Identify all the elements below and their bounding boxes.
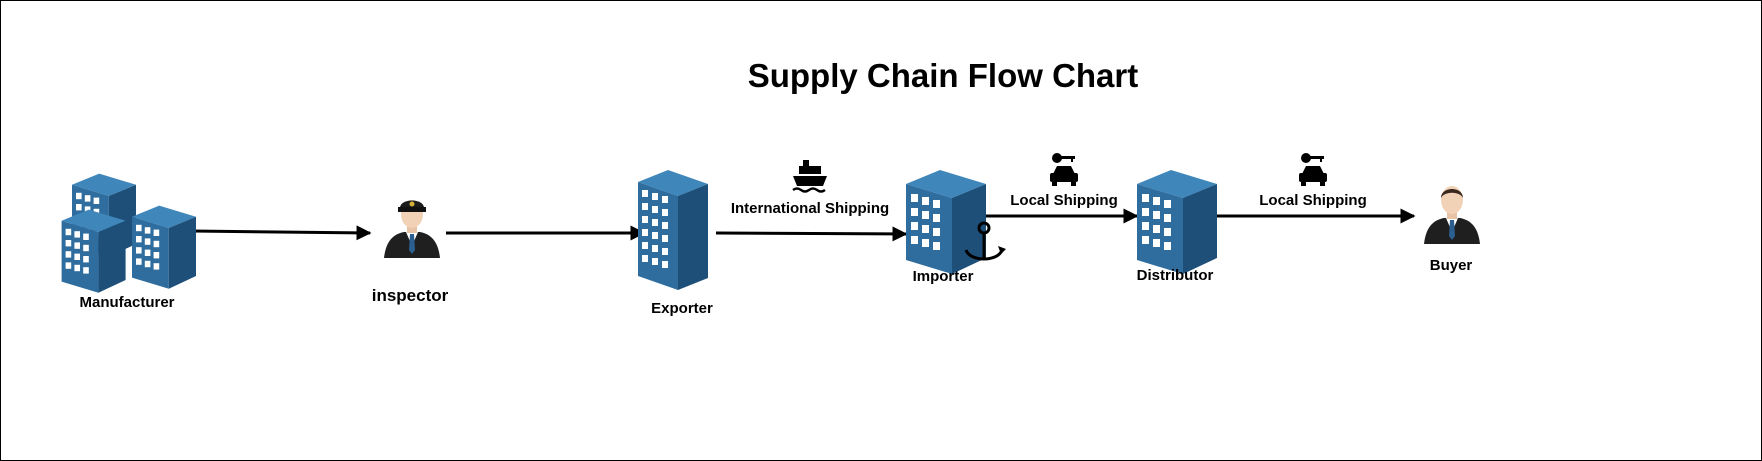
manufacturer-node: Manufacturer bbox=[61, 173, 196, 311]
exporter-node: Exporter bbox=[638, 170, 713, 317]
node-label-manufacturer: Manufacturer bbox=[79, 294, 174, 311]
edge-exporter-importer bbox=[715, 226, 908, 242]
building-icon bbox=[1137, 170, 1217, 274]
edge-manufacturer-inspector bbox=[191, 225, 372, 241]
building-icon bbox=[132, 205, 196, 289]
node-label-buyer: Buyer bbox=[1430, 257, 1473, 274]
node-label-exporter: Exporter bbox=[651, 300, 713, 317]
buyer-node: Buyer bbox=[1424, 186, 1480, 274]
businessman-icon bbox=[1424, 186, 1480, 244]
edge-label-local-1: Local Shipping bbox=[1010, 153, 1118, 209]
car-key-icon bbox=[1299, 153, 1327, 186]
inspector-node: inspector bbox=[372, 200, 449, 305]
node-label-importer: Importer bbox=[913, 268, 974, 285]
importer-node: Importer bbox=[906, 170, 1006, 285]
node-label-inspector: inspector bbox=[372, 286, 449, 305]
building-icon bbox=[638, 170, 708, 290]
car-key-icon bbox=[1050, 153, 1078, 186]
node-label-distributor: Distributor bbox=[1137, 267, 1214, 284]
anchor-icon bbox=[964, 221, 1006, 261]
edge-label-local-2: Local Shipping bbox=[1259, 153, 1367, 209]
ship-icon bbox=[792, 160, 827, 193]
edge-label-international: International Shipping bbox=[731, 160, 889, 217]
label-local-shipping-1: Local Shipping bbox=[1010, 192, 1118, 209]
pilot-icon bbox=[384, 200, 440, 258]
distributor-node: Distributor bbox=[1137, 170, 1217, 284]
building-icon bbox=[61, 209, 126, 293]
page-title: Supply Chain Flow Chart bbox=[748, 57, 1139, 94]
label-local-shipping-2: Local Shipping bbox=[1259, 192, 1367, 209]
label-international-shipping: International Shipping bbox=[731, 200, 889, 217]
